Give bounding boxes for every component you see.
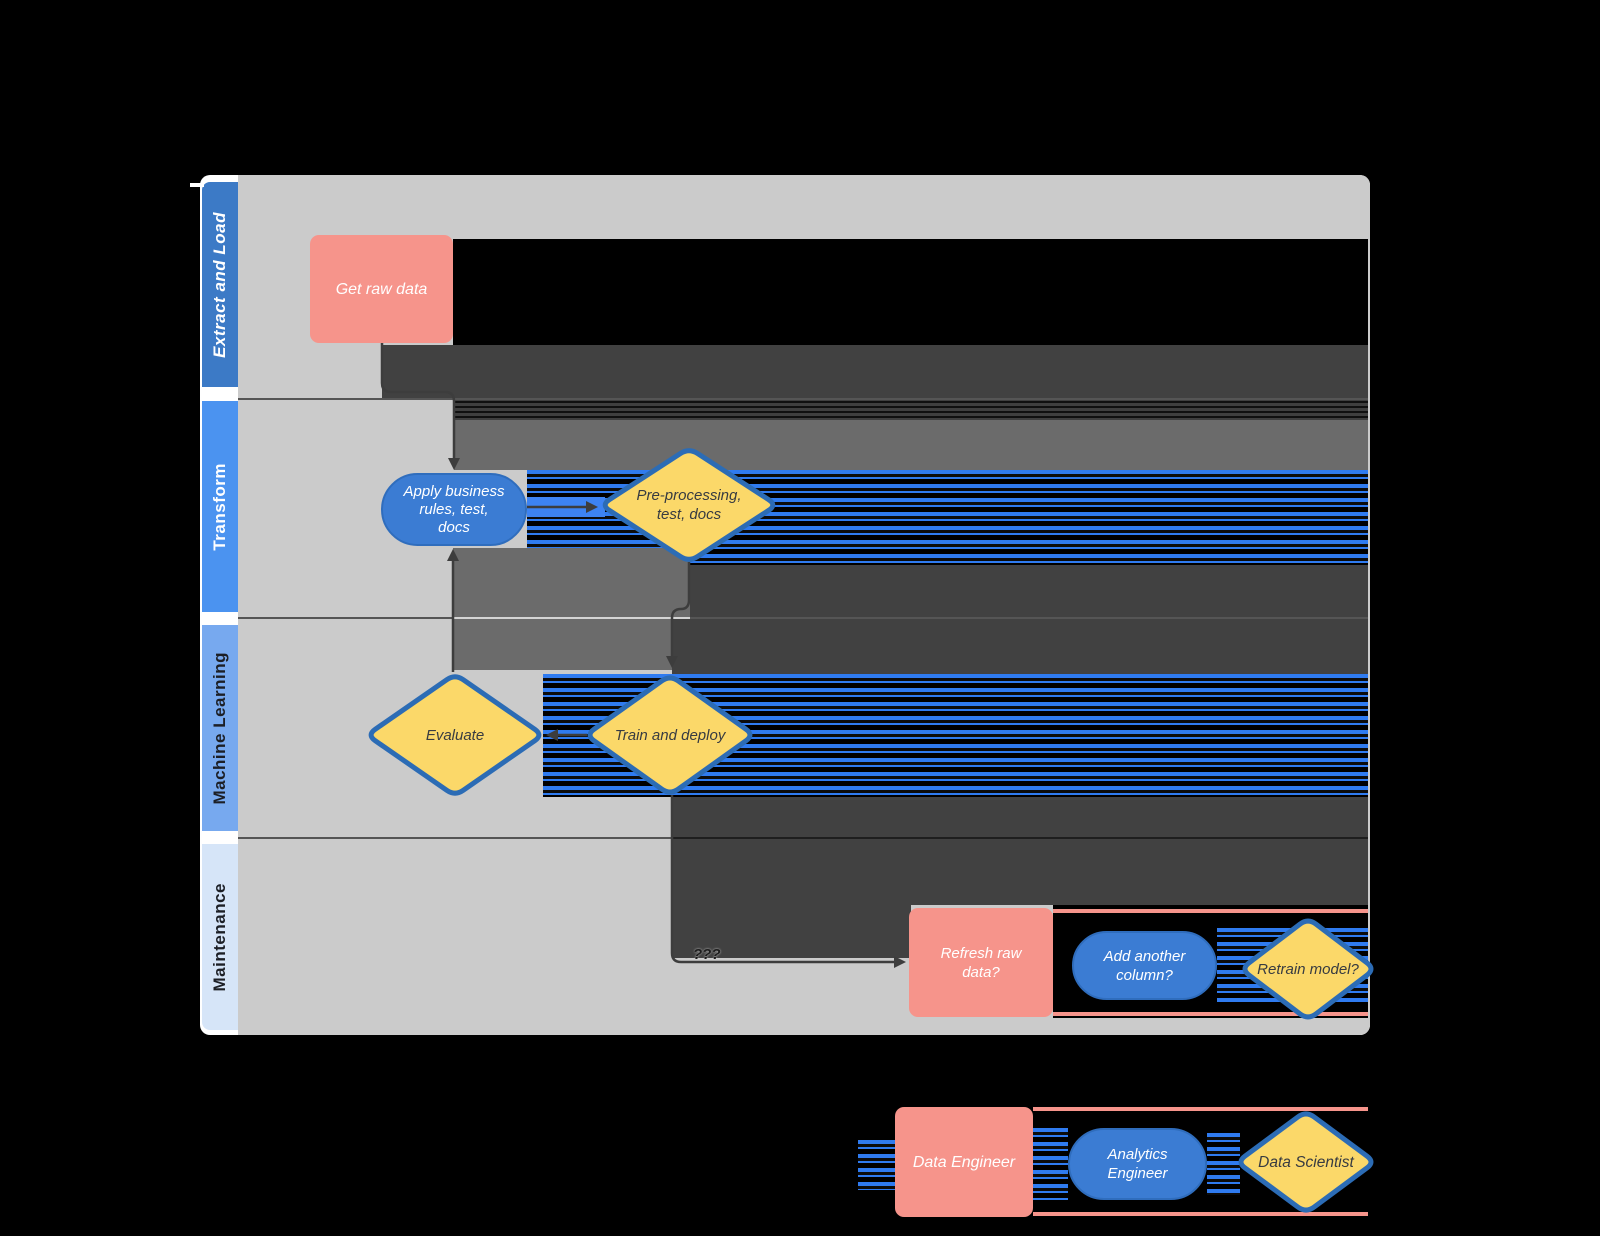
lane-divider [238,617,1368,619]
glitch-block [1207,1133,1240,1195]
lane-divider [453,617,690,619]
node-label: Get raw data [335,280,428,298]
glitch-block [453,239,1368,345]
glitch-block [454,398,1368,420]
lane-label-machine-learning[interactable]: Machine Learning [202,625,238,831]
lane-label-text: Machine Learning [210,651,229,805]
glitch-smear-line [1053,909,1368,913]
glitch-block [382,345,1368,398]
arrowhead-up-icon [447,549,459,561]
lane-label-transform[interactable]: Transform [202,401,238,612]
glitch-smear-line [1033,1212,1368,1216]
glitch-block [690,565,1368,617]
arrowhead-left-icon [546,729,558,741]
node-refresh-raw-data[interactable]: Refresh raw data? [909,908,1053,1017]
edge-preprocessing-to-train [670,562,691,657]
glitch-block [1033,1128,1068,1200]
node-add-another-column[interactable]: Add another column? [1072,931,1217,1000]
glitch-block [454,420,1368,470]
lane-divider [672,837,1368,839]
node-preprocessing-diamond[interactable] [602,448,776,562]
glitch-block [672,617,1368,674]
legend-data-engineer[interactable]: Data Engineer [895,1107,1033,1217]
glitch-smear-line [1033,1107,1368,1111]
node-label: Add another column? [1103,947,1186,984]
node-retrain-model-diamond[interactable] [1242,918,1374,1020]
node-evaluate-diamond[interactable] [368,674,542,796]
glitch-smear-line [1053,1012,1368,1016]
node-apply-business-rules[interactable]: Apply business rules, test, docs [381,473,527,546]
lane-label-maintenance[interactable]: Maintenance [202,844,238,1030]
lane-divider [238,398,1368,400]
arrowhead-down-icon [666,656,678,668]
lane-label-text: Extract and Load [210,211,229,358]
lane-label-extract-and-load[interactable]: Extract and Load [202,182,238,387]
node-label: Refresh raw data? [940,944,1022,981]
legend-label: Data Engineer [912,1153,1016,1171]
legend-data-scientist-diamond[interactable] [1238,1111,1374,1213]
legend-data-scientist-label: Data Scientist [1258,1153,1354,1171]
node-train-deploy-diamond[interactable] [587,675,753,795]
lane-label-text: Transform [210,462,229,551]
glitch-block [858,1140,895,1190]
node-label: Apply business rules, test, docs [403,482,505,536]
edge-getraw-to-apply [380,343,456,459]
glitch-block [453,548,690,670]
arrowhead-right-icon [894,956,906,968]
glitch-block [672,797,1368,905]
node-train-deploy-label: Train and deploy [614,726,726,744]
legend-analytics-engineer[interactable]: Analytics Engineer [1068,1128,1207,1200]
node-evaluate-label: Evaluate [425,726,485,744]
edge-train-to-refresh [670,795,895,964]
arrowhead-down-icon [448,458,460,470]
node-preprocessing-label: Pre-processing, test, docs [636,487,742,523]
lane-label-text: Maintenance [210,882,229,992]
legend-label: Analytics Engineer [1107,1146,1168,1182]
node-retrain-model-label: Retrain model? [1257,960,1359,978]
edge-label-unknown: ??? [693,946,721,963]
node-get-raw-data[interactable]: Get raw data [310,235,453,343]
frame-corner-tick [190,183,204,187]
glitch-block [672,905,911,958]
arrowhead-right-icon [586,501,598,513]
